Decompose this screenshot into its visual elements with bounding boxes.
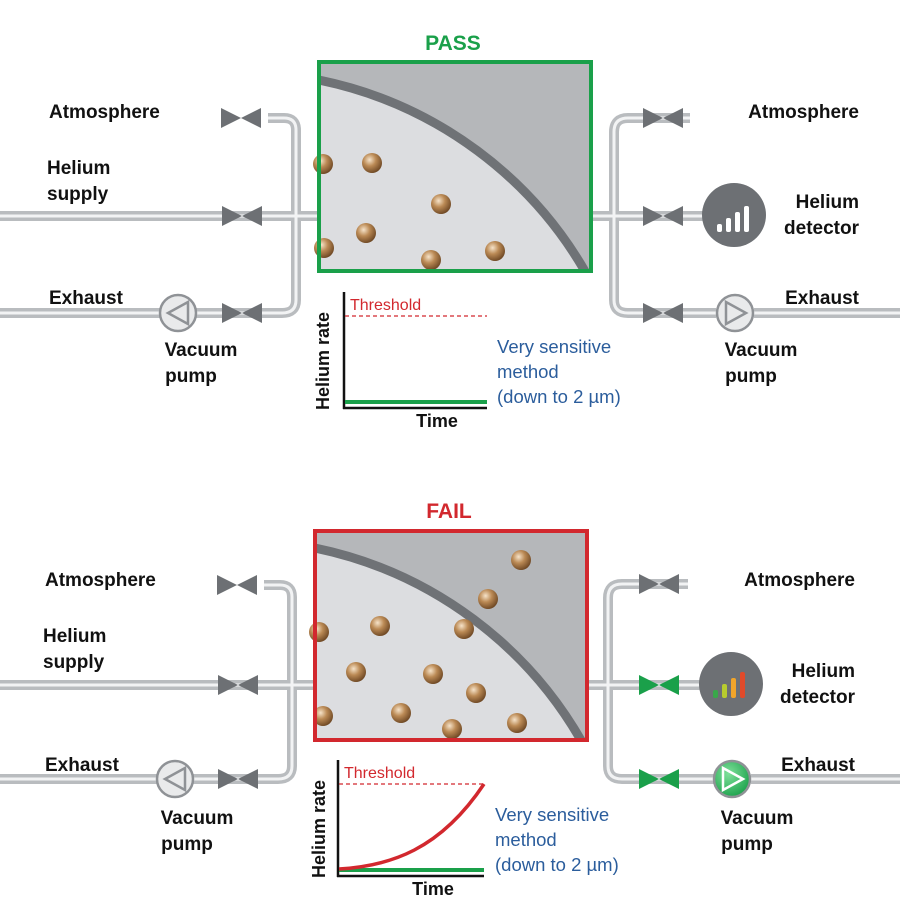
- threshold-label: Threshold: [350, 297, 421, 314]
- helium-rate-curve: [338, 783, 486, 871]
- note-line: (down to 2 µm): [495, 854, 619, 875]
- vacuum-pump-label: Vacuum: [161, 808, 234, 829]
- method-note: Very sensitive method (down to 2 µm): [495, 804, 619, 875]
- valve-open-icon[interactable]: [639, 769, 679, 789]
- valve-icon[interactable]: [221, 108, 261, 128]
- exhaust-label: Exhaust: [785, 288, 860, 309]
- vacuum-pump-label: pump: [725, 366, 777, 387]
- valve-icon[interactable]: [218, 675, 258, 695]
- vacuum-pump-label: pump: [165, 366, 217, 387]
- valve-icon[interactable]: [222, 206, 262, 226]
- note-line: Very sensitive: [497, 336, 611, 357]
- threshold-label: Threshold: [344, 765, 415, 782]
- pass-panel: PASS: [0, 32, 900, 431]
- note-line: (down to 2 µm): [497, 386, 621, 407]
- helium-supply-label: supply: [47, 184, 109, 205]
- chart-y-label: Helium rate: [313, 312, 333, 410]
- valve-icon[interactable]: [643, 303, 683, 323]
- signal-bars-icon: [717, 206, 749, 232]
- vacuum-pump-label: pump: [161, 834, 213, 855]
- helium-particles: [309, 550, 531, 739]
- vacuum-pump-active-icon[interactable]: [712, 759, 752, 799]
- chart-y-label: Helium rate: [309, 780, 329, 878]
- valve-icon[interactable]: [218, 769, 258, 789]
- valve-icon[interactable]: [639, 574, 679, 594]
- vacuum-pump-label: Vacuum: [165, 340, 238, 361]
- method-note: Very sensitive method (down to 2 µm): [497, 336, 621, 407]
- left-piping: [0, 580, 315, 784]
- test-chamber-fail: [309, 529, 589, 742]
- valve-icon[interactable]: [222, 303, 262, 323]
- valve-icon[interactable]: [643, 206, 683, 226]
- atmosphere-label: Atmosphere: [744, 570, 855, 591]
- helium-supply-label: Helium: [47, 158, 110, 179]
- helium-detector-label: Helium: [792, 661, 855, 682]
- signal-bars-icon: [713, 672, 745, 698]
- helium-supply-label: Helium: [43, 626, 106, 647]
- vacuum-pump-icon[interactable]: [155, 759, 195, 799]
- atmosphere-label: Atmosphere: [45, 570, 156, 591]
- chart-x-label: Time: [416, 411, 458, 431]
- helium-detector-label: detector: [780, 687, 856, 708]
- fail-panel: FAIL: [0, 500, 900, 899]
- status-pass-label: PASS: [425, 32, 481, 55]
- valve-open-icon[interactable]: [639, 675, 679, 695]
- vacuum-pump-label: pump: [721, 834, 773, 855]
- valve-icon[interactable]: [643, 108, 683, 128]
- vacuum-pump-icon[interactable]: [158, 293, 198, 333]
- test-chamber-pass: [313, 60, 593, 273]
- exhaust-label: Exhaust: [45, 755, 120, 776]
- status-fail-label: FAIL: [426, 500, 472, 523]
- chamber-border-pass: [317, 60, 593, 273]
- chamber-border-fail: [313, 529, 589, 742]
- helium-rate-chart-pass: Threshold Helium rate Time: [313, 292, 487, 431]
- note-line: Very sensitive: [495, 804, 609, 825]
- note-line: method: [495, 829, 557, 850]
- note-line: method: [497, 361, 559, 382]
- helium-supply-label: supply: [43, 652, 105, 673]
- helium-detector-icon[interactable]: [699, 652, 763, 716]
- exhaust-label: Exhaust: [781, 755, 856, 776]
- valve-icon[interactable]: [217, 575, 257, 595]
- helium-detector-label: detector: [784, 218, 860, 239]
- atmosphere-label: Atmosphere: [748, 102, 859, 123]
- exhaust-label: Exhaust: [49, 288, 124, 309]
- vacuum-pump-label: Vacuum: [725, 340, 798, 361]
- vacuum-pump-icon[interactable]: [715, 293, 755, 333]
- vacuum-pump-label: Vacuum: [721, 808, 794, 829]
- helium-detector-icon[interactable]: [702, 183, 766, 247]
- helium-detector-label: Helium: [796, 192, 859, 213]
- helium-rate-chart-fail: Threshold Helium rate Time: [309, 760, 486, 899]
- chart-x-label: Time: [412, 879, 454, 899]
- atmosphere-label: Atmosphere: [49, 102, 160, 123]
